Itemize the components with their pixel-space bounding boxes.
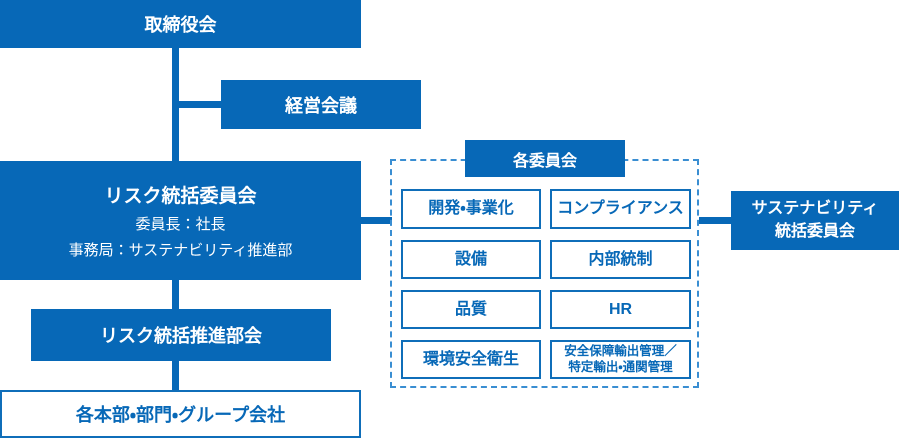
connector-subcommittee-to-divisions: [172, 361, 179, 390]
sustainability-oversight-committee-box: サステナビリティ 統括委員会: [731, 191, 899, 250]
connector-risk-committee-to-subcommittee: [172, 280, 179, 309]
committee-internal-control: 内部統制: [550, 240, 691, 279]
connector-branch-management-meeting: [172, 101, 221, 108]
divisions-group-companies-box: 各本部・部門・グループ会社: [0, 390, 361, 438]
committee-hr: HR: [550, 290, 691, 329]
risk-committee-secretariat-line: 事務局：サステナビリティ推進部: [68, 242, 293, 259]
committee-export-customs-control: 安全保障輸出管理／ 特定輸出・通関管理: [550, 340, 691, 379]
committee-facilities: 設備: [401, 240, 541, 279]
risk-promotion-subcommittee-box: リスク統括推進部会: [31, 309, 331, 361]
board-of-directors-box: 取締役会: [0, 0, 361, 48]
connector-risk-committee-to-committees: [361, 217, 392, 224]
committee-environment-safety-health: 環境安全衛生: [401, 340, 541, 379]
connector-committees-to-sustainability: [699, 217, 731, 224]
management-meeting-box: 経営会議: [221, 80, 421, 129]
committees-group-header: 各委員会: [465, 140, 625, 177]
risk-committee-chair-line: 委員長：社長: [135, 216, 226, 233]
committee-compliance: コンプライアンス: [550, 189, 691, 229]
risk-oversight-committee-box: リスク統括委員会 委員長：社長 事務局：サステナビリティ推進部: [0, 161, 361, 280]
committee-quality: 品質: [401, 290, 541, 329]
committee-development-commercialization: 開発・事業化: [401, 189, 541, 229]
risk-committee-title: リスク統括委員会: [104, 186, 257, 207]
